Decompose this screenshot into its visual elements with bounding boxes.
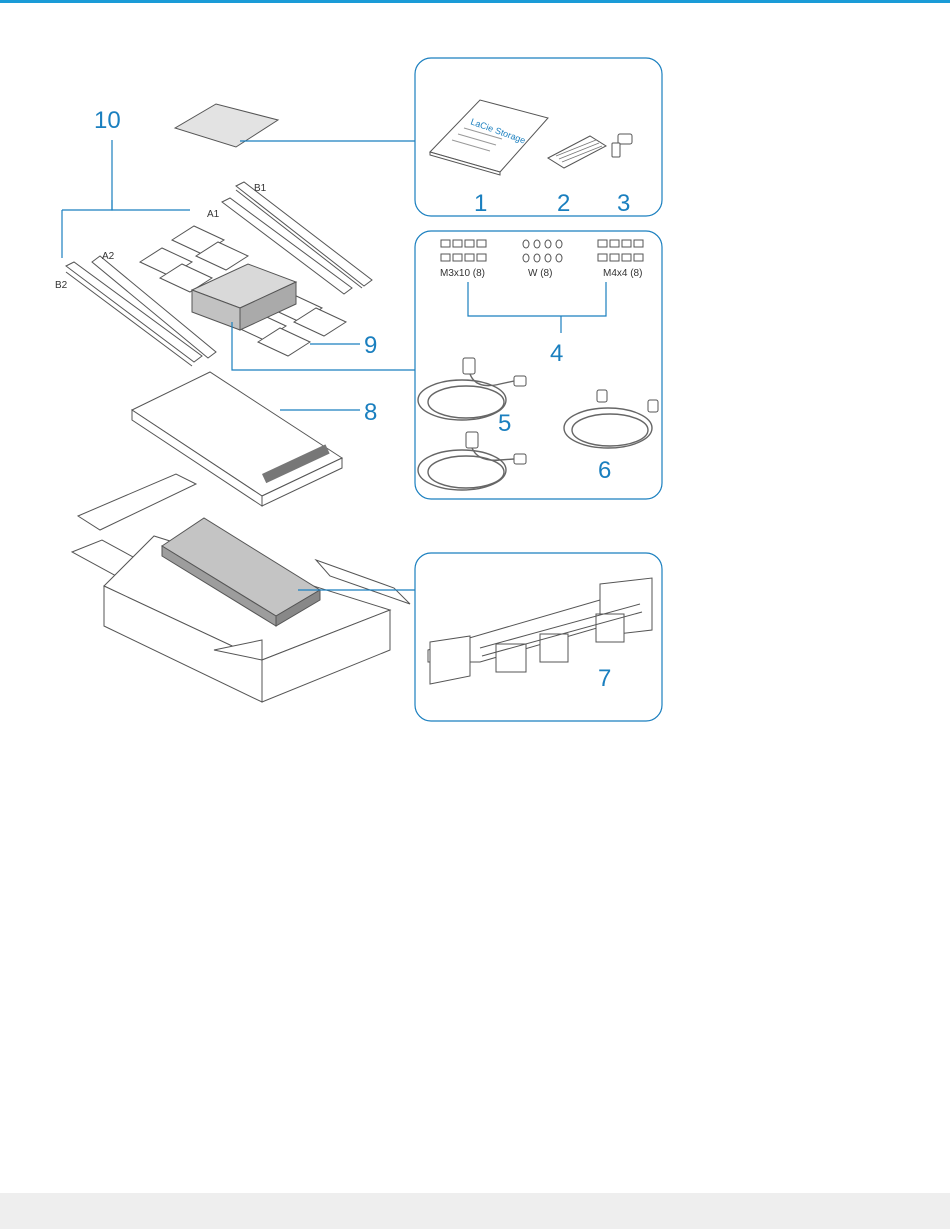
label-rail-b1: B1 (254, 183, 267, 194)
callout-7: 7 (598, 665, 611, 692)
label-rail-a1: A1 (207, 209, 220, 220)
package-contents-diagram: LaCie Storage 1 2 3 M3x10 (8) W (8) M4x4… (0, 0, 950, 740)
label-washers: W (8) (528, 268, 552, 279)
label-m4-screws: M4x4 (8) (603, 268, 642, 279)
callout-4: 4 (550, 340, 563, 367)
callout-3: 3 (617, 190, 630, 217)
drive-box (192, 264, 296, 330)
label-rail-a2: A2 (102, 251, 115, 262)
callout-1: 1 (474, 190, 487, 217)
callout-8: 8 (364, 399, 377, 426)
label-rail-b2: B2 (55, 280, 68, 291)
callout-6: 6 (598, 457, 611, 484)
page-footer-band (0, 1193, 950, 1229)
label-m3-screws: M3x10 (8) (440, 268, 485, 279)
callout-9: 9 (364, 332, 377, 359)
callout-5: 5 (498, 410, 511, 437)
callout-10: 10 (94, 107, 121, 134)
leader-rails (112, 140, 190, 210)
callout-2: 2 (557, 190, 570, 217)
